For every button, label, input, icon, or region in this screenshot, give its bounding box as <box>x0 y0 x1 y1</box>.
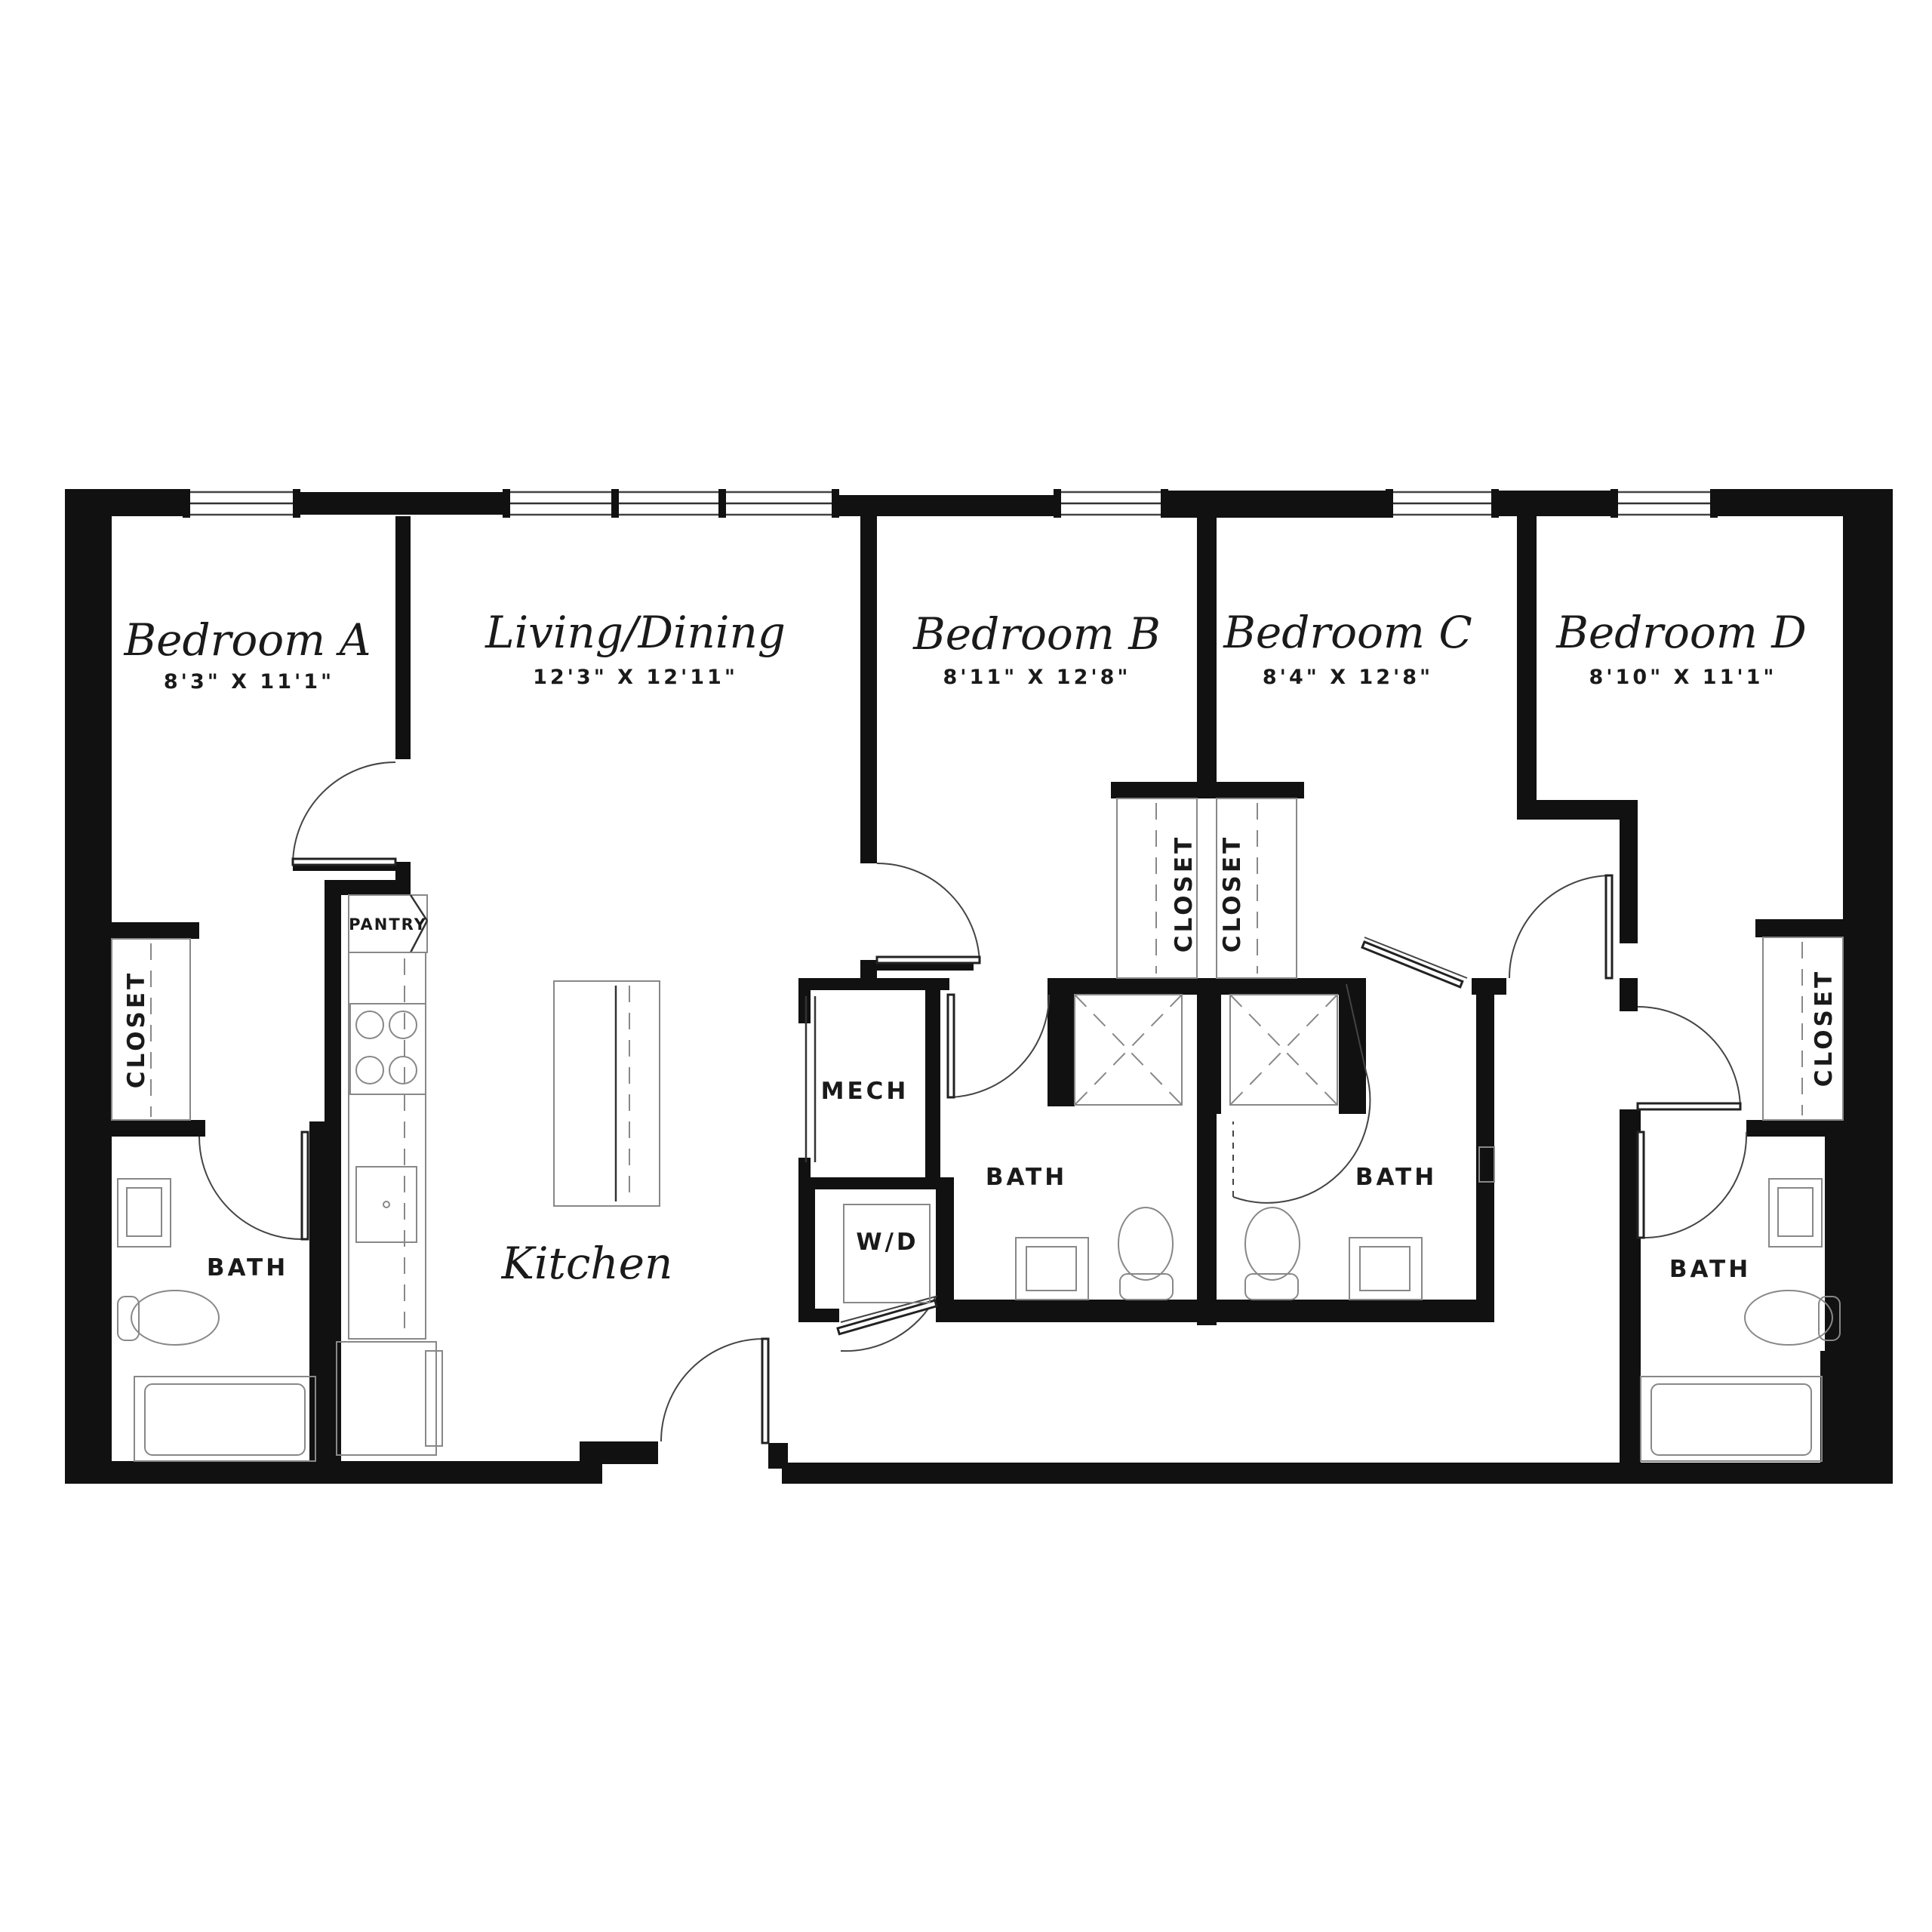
bath-b-fixtures <box>1015 994 1183 1300</box>
closet-label-c: CLOSET <box>1219 835 1246 952</box>
mech-label: MECH <box>821 1078 909 1105</box>
closets <box>111 798 1844 1121</box>
closet-label-d: CLOSET <box>1810 969 1838 1087</box>
bath-c-label: BATH <box>1355 1164 1437 1191</box>
bedroom-b-dimensions: 8'11" X 12'8" <box>943 666 1131 689</box>
bath-c-fixtures <box>1229 994 1495 1300</box>
windows <box>183 489 1718 518</box>
window-bedroom-a <box>183 489 300 518</box>
window-bedroom-d <box>1611 489 1718 518</box>
living-dining-name: Living/Dining <box>485 607 786 658</box>
closet-label-a: CLOSET <box>123 971 150 1088</box>
closet-label-b: CLOSET <box>1171 835 1198 952</box>
pantry-label: PANTRY <box>349 915 427 934</box>
bath-b-label: BATH <box>986 1164 1067 1191</box>
bath-d-label: BATH <box>1669 1256 1751 1283</box>
window-bedroom-b <box>1054 489 1168 518</box>
bath-a-fixtures <box>117 1178 316 1462</box>
window-bedroom-c <box>1386 489 1499 518</box>
room-labels: Bedroom A 8'3" X 11'1" Living/Dining 12'… <box>123 607 1838 1289</box>
bedroom-c-name: Bedroom C <box>1223 607 1472 658</box>
bedroom-a-dimensions: 8'3" X 11'1" <box>164 670 334 694</box>
doors <box>198 761 1748 1444</box>
bedroom-b-name: Bedroom B <box>912 608 1161 660</box>
bath-d-fixtures <box>1640 1178 1841 1462</box>
window-living <box>503 489 839 518</box>
bedroom-d-dimensions: 8'10" X 11'1" <box>1589 666 1777 689</box>
kitchen-name: Kitchen <box>501 1238 673 1289</box>
bedroom-c-dimensions: 8'4" X 12'8" <box>1263 666 1433 689</box>
kitchen-fixtures <box>336 894 660 1456</box>
bedroom-d-name: Bedroom D <box>1555 607 1807 658</box>
washer-dryer-label: W/D <box>856 1229 918 1256</box>
walls <box>65 489 1893 1484</box>
living-dining-dimensions: 12'3" X 12'11" <box>533 666 738 689</box>
bedroom-a-name: Bedroom A <box>124 614 371 666</box>
bath-a-label: BATH <box>207 1254 288 1281</box>
mech-wd-fixtures <box>804 996 931 1303</box>
